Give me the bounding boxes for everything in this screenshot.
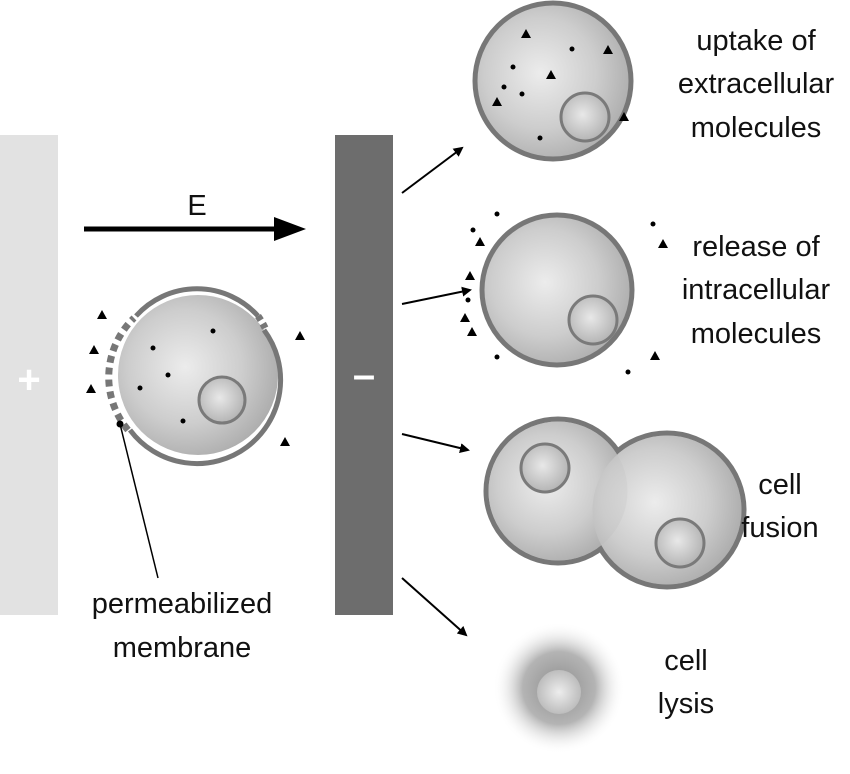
outcome-labels: uptake of extracellular molecules releas… — [658, 25, 835, 720]
negative-sign: – — [353, 353, 375, 397]
release-cell — [460, 211, 668, 375]
membrane-intact-top — [134, 286, 260, 318]
lysis-nucleus — [537, 670, 581, 714]
permeabilized-cell — [86, 286, 305, 467]
nucleus — [197, 375, 247, 425]
uptake-label-1: uptake of — [696, 25, 816, 57]
arrow-to-release — [401, 286, 472, 305]
negative-electrode: – — [335, 135, 393, 615]
release-label-3: molecules — [691, 318, 822, 350]
membrane-pores-left — [105, 315, 137, 433]
uptake-cell — [472, 0, 634, 162]
fusion-label-1: cell — [758, 469, 802, 501]
lysed-cell — [493, 622, 625, 754]
arrow-to-fusion — [401, 433, 470, 453]
membrane-intact-right — [127, 328, 284, 467]
release-cell-body — [479, 212, 635, 368]
cell-body — [118, 295, 278, 455]
positive-electrode-plate — [0, 135, 58, 615]
external-molecules — [86, 310, 305, 446]
uptake-label-3: molecules — [691, 112, 822, 144]
positive-sign: + — [17, 358, 40, 402]
arrow-to-uptake — [401, 146, 464, 194]
membrane-label-line2: membrane — [113, 632, 252, 664]
outcome-arrows — [401, 146, 472, 637]
uptake-molecules — [492, 29, 629, 141]
negative-electrode-plate — [335, 135, 393, 615]
release-label-1: release of — [692, 231, 820, 263]
positive-electrode: + — [0, 135, 58, 615]
lysis-label-2: lysis — [658, 688, 714, 720]
membrane-label-line1: permeabilized — [92, 588, 273, 620]
fusion-label-2: fusion — [741, 512, 818, 544]
electric-field-arrow: E — [84, 190, 306, 241]
uptake-nucleus — [559, 91, 611, 143]
release-label-2: intracellular — [682, 274, 831, 306]
arrow-to-lysis — [401, 577, 468, 637]
uptake-label-2: extracellular — [678, 68, 835, 100]
uptake-cell-body — [472, 0, 634, 162]
release-nucleus — [567, 294, 619, 346]
internal-molecules — [137, 328, 216, 424]
fusion-nucleus-2 — [654, 517, 706, 569]
field-label: E — [187, 190, 206, 222]
membrane-pores-right — [255, 313, 270, 332]
fusion-nucleus-1 — [519, 442, 571, 494]
lysis-label-1: cell — [664, 645, 708, 677]
membrane-pointer — [116, 420, 159, 579]
fused-cell — [483, 416, 747, 590]
released-molecules — [460, 211, 668, 375]
